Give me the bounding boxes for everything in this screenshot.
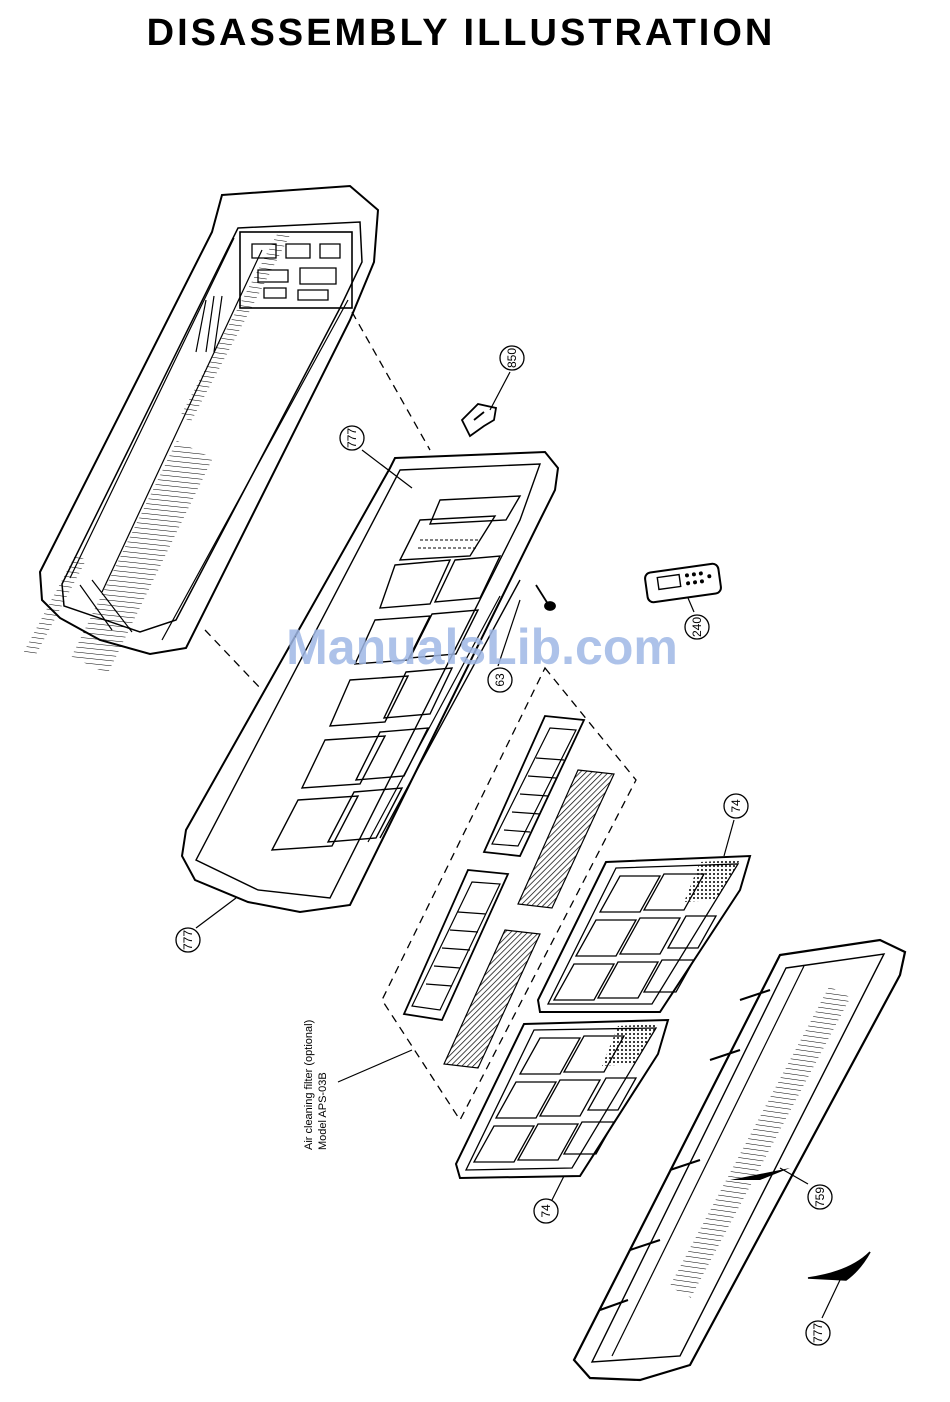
front-panel-louvers <box>670 986 851 1297</box>
callout-63: 63 <box>488 668 512 692</box>
filter-note-line1: Air cleaning filter (optional) <box>303 1020 315 1150</box>
callout-777-left: 777 <box>176 928 200 952</box>
rear-chassis-fins <box>180 230 289 421</box>
callout-759-label: 759 <box>813 1187 827 1207</box>
callout-74-lower-label: 74 <box>539 1204 553 1218</box>
callout-74-upper-label: 74 <box>729 799 743 813</box>
callout-240: 240 <box>685 615 709 639</box>
rear-chassis <box>40 186 378 654</box>
callout-759: 759 <box>808 1185 832 1209</box>
part-777-clip <box>808 1252 870 1280</box>
screw-63 <box>536 585 555 610</box>
callout-74-upper: 74 <box>724 794 748 818</box>
inner-panel-grid <box>272 556 500 850</box>
callout-777-bottom-label: 777 <box>811 1323 825 1343</box>
callout-850: 850 <box>500 346 524 370</box>
callout-777-top-label: 777 <box>345 428 359 448</box>
air-filter-74-upper-mesh <box>684 860 740 902</box>
deodorizing-sheet-upper <box>518 770 614 908</box>
optional-filter-boundary <box>382 668 636 1120</box>
callout-240-label: 240 <box>690 617 704 637</box>
rear-chassis-fins-lower <box>24 555 86 658</box>
callout-63-label: 63 <box>493 673 507 687</box>
filter-note-line2: Model APS-03B <box>317 1072 329 1150</box>
filter-note: Air cleaning filter (optional) Model APS… <box>303 1020 329 1150</box>
callout-74-lower: 74 <box>534 1199 558 1223</box>
callout-777-left-label: 777 <box>181 930 195 950</box>
remote-control-240 <box>644 563 721 603</box>
watermark-text: ManualsLib.com <box>286 619 678 675</box>
callout-850-label: 850 <box>505 348 519 368</box>
callout-777-top: 777 <box>340 426 364 450</box>
air-filter-74-lower-mesh <box>602 1024 658 1066</box>
callout-777-bottom: 777 <box>806 1321 830 1345</box>
